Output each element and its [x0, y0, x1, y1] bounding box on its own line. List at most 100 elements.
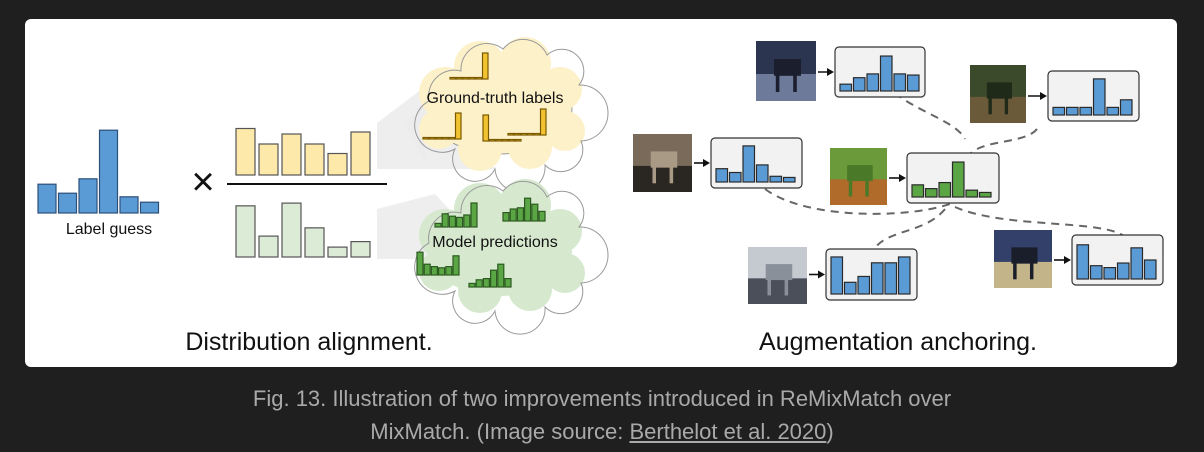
hist-bar-1	[839, 83, 853, 92]
image-leg-2	[669, 165, 674, 184]
augmentation-blocks	[633, 41, 1164, 304]
arrow-head	[818, 270, 825, 279]
hist-bar-3	[742, 145, 756, 183]
model-predictions-cloud	[414, 179, 609, 335]
image-leg-1	[775, 74, 780, 92]
hist-bar-5	[893, 73, 907, 92]
figure-caption-line-1: Fig. 13. Illustration of two improvement…	[252, 386, 952, 411]
pred-bar-5	[531, 203, 539, 222]
augmented-block-2	[970, 65, 1140, 123]
caption-suffix: )	[826, 419, 834, 444]
ground-truth-histograms	[422, 52, 547, 142]
pred-bar-4	[524, 197, 532, 222]
gt-bar-4	[526, 132, 534, 136]
ground-truth-hist-2	[422, 112, 462, 140]
pred-bar-5	[497, 263, 505, 288]
pred-bar-6	[470, 202, 478, 228]
hist-bar-6	[897, 256, 911, 295]
numerator-bar-2	[258, 143, 279, 176]
image-ground	[830, 179, 887, 205]
hist-bar-5	[769, 175, 783, 183]
image-leg-1	[1013, 261, 1017, 280]
model-pred-hist-4	[468, 263, 512, 288]
numerator-bar-6	[350, 131, 371, 176]
pred-bar-3	[516, 207, 524, 222]
hist-bar-6	[1143, 259, 1157, 280]
pred-bar-5	[445, 266, 453, 276]
hist-bar-3	[1103, 267, 1117, 280]
pred-bar-1	[434, 222, 442, 228]
hist-bar-2	[1065, 106, 1079, 116]
gt-bar-4	[501, 138, 509, 142]
label-guess-bar-1	[37, 183, 57, 214]
numerator-bar-3	[281, 133, 302, 176]
hist-bar-1	[911, 184, 925, 198]
gt-bar-6	[481, 52, 489, 80]
image-ground	[748, 278, 807, 304]
ground-truth-hist-4	[507, 108, 547, 136]
image-ground	[970, 96, 1026, 123]
augmented-block-1	[756, 41, 926, 101]
label-guess-bar-3	[78, 178, 98, 214]
multiply-symbol: ×	[191, 160, 214, 204]
image-leg-2	[1004, 96, 1009, 115]
pred-bar-3	[448, 215, 456, 228]
pred-bar-6	[504, 278, 512, 288]
image-ground	[756, 74, 816, 101]
figure-caption-line-2: MixMatch. (Image source: Berthelot et al…	[0, 419, 1204, 445]
pred-bar-2	[509, 208, 517, 222]
numerator-bar-4	[304, 143, 325, 176]
pred-bar-2	[441, 213, 449, 228]
pred-bar-6	[452, 255, 460, 276]
label-guess-bar-2	[57, 192, 78, 214]
model-predictions-label: Model predictions	[432, 234, 557, 251]
image-subject	[1011, 247, 1038, 264]
hist-bar-5	[1130, 247, 1144, 280]
image-leg-1	[652, 165, 657, 184]
pred-bar-6	[538, 210, 546, 222]
hist-bar-1	[1052, 106, 1066, 116]
label-guess-bar-4	[98, 129, 119, 214]
denominator-bar-4	[304, 227, 325, 258]
gt-bar-1	[422, 136, 430, 140]
arrow-head	[703, 159, 710, 167]
pred-bar-1	[416, 251, 424, 276]
denominator-bar-6	[350, 241, 371, 258]
right-title: Augmentation anchoring.	[759, 328, 1037, 356]
gt-bar-5	[533, 132, 541, 136]
pred-bar-3	[482, 278, 490, 288]
augmentation-links	[764, 82, 1126, 252]
gt-bar-2	[488, 138, 496, 142]
arrow-head	[899, 174, 906, 182]
gt-bar-5	[508, 138, 516, 142]
pred-bar-1	[468, 282, 476, 288]
label-guess-bar-6	[139, 201, 160, 214]
pred-bar-4	[438, 267, 446, 276]
gt-bar-6	[454, 112, 462, 140]
hist-bar-2	[852, 77, 866, 92]
denominator-bar-5	[327, 246, 348, 258]
hist-bar-1	[1076, 244, 1090, 280]
hist-bar-2	[1089, 265, 1103, 280]
gt-bar-5	[475, 76, 483, 80]
model-prediction-histograms	[416, 197, 546, 288]
hist-bar-6	[978, 191, 992, 198]
hist-bar-3	[938, 181, 952, 198]
source-link[interactable]: Berthelot et al. 2020	[629, 419, 827, 444]
hist-bar-6	[1119, 99, 1133, 116]
image-leg-2	[865, 179, 869, 197]
image-subject	[650, 151, 678, 168]
gt-bar-2	[513, 132, 521, 136]
hist-bar-5	[1106, 106, 1120, 116]
hist-bar-6	[906, 74, 920, 92]
image-ground	[994, 261, 1052, 288]
augmented-block-6	[994, 230, 1164, 288]
pred-bar-4	[490, 269, 498, 288]
gt-bar-1	[482, 114, 490, 142]
image-subject	[774, 59, 801, 76]
ground-truth-label: Ground-truth labels	[427, 90, 564, 107]
gt-bar-4	[441, 136, 449, 140]
hist-bar-3	[866, 73, 880, 92]
label-guess-histogram	[37, 129, 160, 214]
anchor-block	[830, 148, 1000, 205]
